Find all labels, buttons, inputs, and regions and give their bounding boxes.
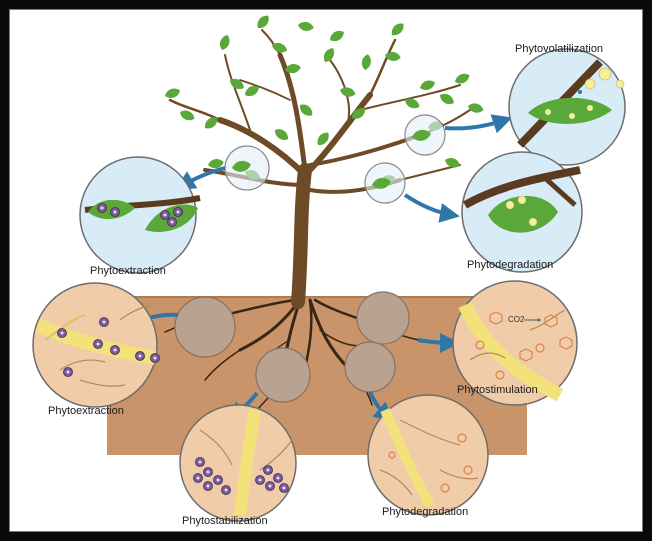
label-phytovolatilization: Phytovolatilization [515,43,603,55]
phytoextraction-leaf-bubble [80,157,200,273]
label-phytodegradation-root: Phytodegradation [382,506,468,518]
label-co2: CO2 [508,315,525,324]
phytovolatilization-bubble [509,49,625,165]
phytostabilization-bubble [180,405,296,521]
label-phytodegradation-leaf: Phytodegradation [467,259,553,271]
label-phytoextraction-root: Phytoextraction [48,405,124,417]
label-phytostimulation: Phytostimulation [457,384,538,396]
label-phytoextraction-leaf: Phytoextraction [90,265,166,277]
phytodegradation-root-bubble [368,395,488,515]
label-phytostabilization: Phytostabilization [182,515,268,527]
phytodegradation-leaf-bubble [462,152,582,272]
foliage [163,13,484,186]
